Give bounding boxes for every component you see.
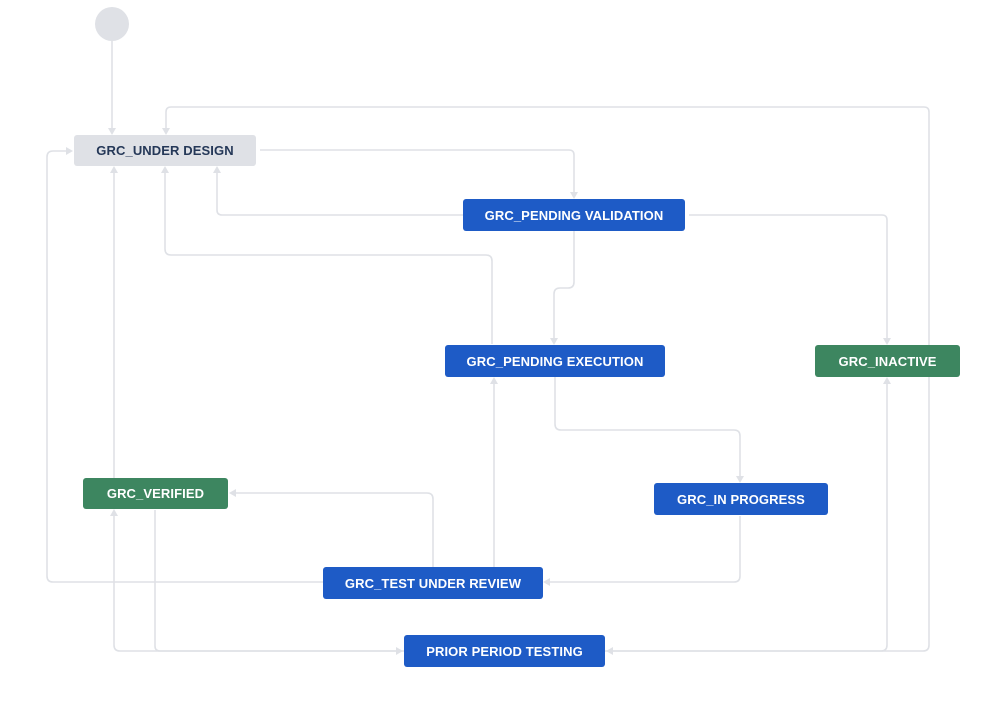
arrowhead (550, 338, 558, 345)
arrowhead (110, 166, 118, 173)
arrowhead (161, 166, 169, 173)
edge-inactive-to-under-design (165, 106, 930, 345)
status-label: GRC_TEST UNDER REVIEW (344, 575, 522, 591)
status-label: GRC_PENDING EXECUTION (466, 353, 644, 369)
status-label: GRC_PENDING VALIDATION (484, 207, 664, 223)
arrowhead (108, 128, 116, 135)
status-label: GRC_VERIFIED (106, 486, 205, 501)
status-grc-in-progress[interactable]: GRC_IN PROGRESS (654, 483, 828, 515)
status-grc-under-design[interactable]: GRC_UNDER DESIGN (74, 135, 256, 166)
edge-test-under-review-to-verified (236, 492, 434, 567)
edge-pending-validation-to-pending-execution (553, 231, 575, 338)
arrowhead (883, 338, 891, 345)
arrowhead (229, 489, 236, 497)
arrowhead (396, 647, 403, 655)
edge-under-design-to-pending-validation (260, 149, 575, 192)
arrowhead (606, 647, 613, 655)
status-label: GRC_INACTIVE (838, 353, 937, 369)
edge-in-progress-to-test-under-review (550, 516, 741, 583)
edge-prior-period-testing-to-inactive (605, 384, 888, 652)
arrowhead (543, 578, 550, 586)
edge-inactive-to-prior-period-testing (613, 376, 930, 652)
status-grc-pending-validation[interactable]: GRC_PENDING VALIDATION (463, 199, 685, 231)
edge-test-under-review-to-under-design (46, 150, 323, 583)
arrowhead (213, 166, 221, 173)
status-label: PRIOR PERIOD TESTING (426, 643, 583, 659)
status-grc-verified[interactable]: GRC_VERIFIED (83, 478, 228, 509)
arrowhead (736, 476, 744, 483)
connector-arrowheads (66, 128, 891, 655)
status-prior-period-testing[interactable]: PRIOR PERIOD TESTING (404, 635, 605, 667)
status-grc-inactive[interactable]: GRC_INACTIVE (815, 345, 960, 377)
arrowhead (162, 128, 170, 135)
arrowhead (570, 192, 578, 199)
edge-pending-validation-to-inactive (689, 214, 888, 338)
start-node (95, 7, 129, 41)
edge-prior-period-testing-to-verified (113, 516, 404, 652)
arrowhead (490, 377, 498, 384)
status-grc-pending-execution[interactable]: GRC_PENDING EXECUTION (445, 345, 665, 377)
arrowhead (110, 509, 118, 516)
status-label: GRC_IN PROGRESS (677, 491, 805, 507)
status-grc-test-under-review[interactable]: GRC_TEST UNDER REVIEW (323, 567, 543, 599)
status-label: GRC_UNDER DESIGN (96, 143, 234, 158)
arrowhead (66, 147, 73, 155)
connector-lines (46, 41, 930, 652)
edge-pending-validation-to-under-design (216, 172, 463, 216)
edge-pending-execution-to-under-design (164, 172, 493, 344)
arrowhead (883, 377, 891, 384)
edge-pending-execution-to-in-progress (554, 377, 741, 476)
